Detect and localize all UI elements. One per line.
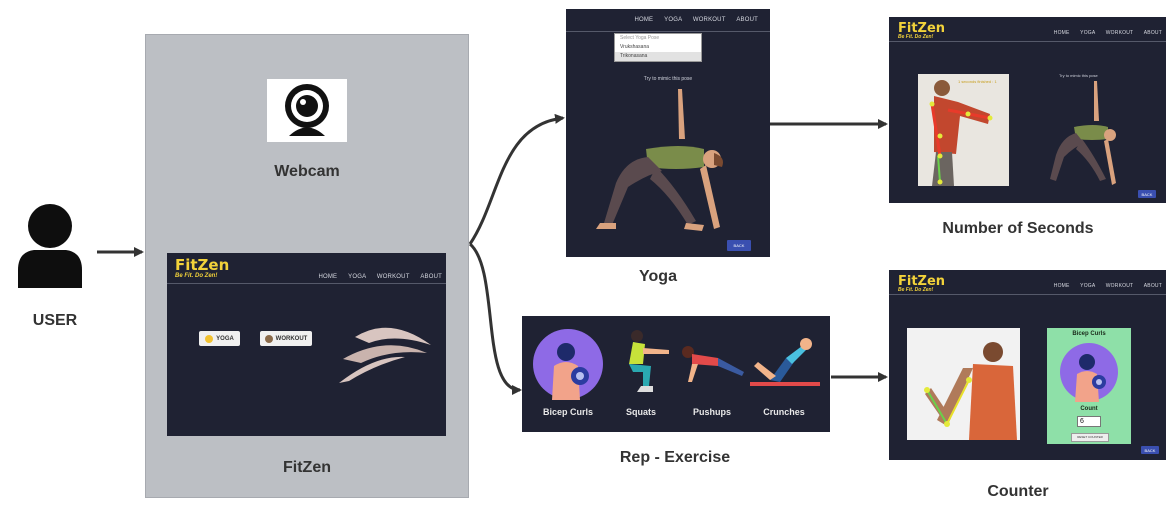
squats-image xyxy=(629,330,669,392)
nav-yoga[interactable]: YOGA xyxy=(664,17,682,23)
webcam-label: Webcam xyxy=(274,163,340,180)
bicep-curls-card-image xyxy=(1060,343,1118,402)
yoga-back-button[interactable]: BACK xyxy=(727,240,751,251)
nav-about[interactable]: ABOUT xyxy=(1143,30,1162,36)
arrow-system-to-yoga xyxy=(468,113,565,245)
user-label: USER xyxy=(32,312,78,329)
pose-dropdown[interactable]: Select Yoga Pose Vrukshasana Trikonasana xyxy=(614,33,702,62)
seconds-header-divider xyxy=(889,41,1166,42)
yoga-button-label: YOGA xyxy=(216,335,234,342)
brand-logo: FitZen xyxy=(175,256,230,274)
pushups-image xyxy=(682,346,744,382)
rep-exercise-label: Rep - Exercise xyxy=(619,449,731,466)
nav-about[interactable]: ABOUT xyxy=(420,274,442,280)
yoga-button[interactable]: YOGA xyxy=(199,331,240,346)
reset-counter-button[interactable]: RESET COUNTER xyxy=(1071,433,1109,442)
brand-tagline: Be Fit. Do Zen! xyxy=(898,34,934,40)
nav-home[interactable]: HOME xyxy=(1053,283,1070,289)
user-icon xyxy=(18,204,82,288)
brand-logo: FitZen xyxy=(898,274,946,289)
count-value-field: 6 xyxy=(1077,416,1101,427)
yoga-icon xyxy=(205,334,214,343)
nav-about[interactable]: ABOUT xyxy=(1143,283,1162,289)
webcam-image xyxy=(267,79,347,142)
user-node: USER xyxy=(10,200,100,340)
seconds-back-button[interactable]: BACK xyxy=(1138,190,1156,198)
dropdown-option[interactable]: Vrukshasana xyxy=(620,44,649,50)
nav-workout[interactable]: WORKOUT xyxy=(376,274,410,280)
nav-workout[interactable]: WORKOUT xyxy=(1105,30,1134,36)
yoga-top-nav: HOME YOGA WORKOUT ABOUT xyxy=(625,17,758,23)
arrow-system-to-rep xyxy=(468,242,522,395)
person-curl-figure xyxy=(907,328,1020,440)
counter-card-title: Bicep Curls xyxy=(1072,331,1106,337)
brand-logo: FitZen xyxy=(898,21,946,36)
webcam-feed-pose: 1 seconds finished : 1 xyxy=(918,74,1009,186)
counter-top-nav: HOME YOGA WORKOUT ABOUT xyxy=(1045,283,1162,289)
nav-about[interactable]: ABOUT xyxy=(736,17,758,23)
fitzen-label: FitZen xyxy=(283,459,331,476)
system-panel: Webcam FitZen Be Fit. Do Zen! HOME YOGA … xyxy=(145,34,469,498)
seconds-top-nav: HOME YOGA WORKOUT ABOUT xyxy=(1045,30,1162,36)
count-label: Count xyxy=(1080,406,1098,412)
exercise-label-crunches[interactable]: Crunches xyxy=(763,407,805,417)
nav-home[interactable]: HOME xyxy=(318,274,338,280)
trikonasana-pose-figure xyxy=(596,89,723,231)
header-divider xyxy=(167,283,446,284)
exercise-label-bicep-curls[interactable]: Bicep Curls xyxy=(542,407,593,417)
exercise-label-squats[interactable]: Squats xyxy=(625,407,656,417)
workout-icon xyxy=(264,334,273,343)
seconds-screen: FitZen Be Fit. Do Zen! HOME YOGA WORKOUT… xyxy=(889,17,1166,203)
nav-workout[interactable]: WORKOUT xyxy=(1105,283,1134,289)
crunches-image xyxy=(750,338,820,386)
yoga-label: Yoga xyxy=(639,268,677,285)
runner-logo xyxy=(339,327,431,383)
yoga-instruction: Try to mimic this pose xyxy=(643,76,693,82)
webcam-icon xyxy=(285,84,329,136)
nav-yoga[interactable]: YOGA xyxy=(348,274,366,280)
seconds-instruction: Try to mimic this pose xyxy=(1059,73,1098,78)
dropdown-option-selected[interactable]: Trikonasana xyxy=(615,52,701,61)
brand-tagline: Be Fit. Do Zen! xyxy=(898,287,934,293)
dropdown-placeholder: Select Yoga Pose xyxy=(620,35,660,41)
workout-button[interactable]: WORKOUT xyxy=(260,331,312,346)
reference-pose-figure xyxy=(1050,81,1116,185)
counter-label: Counter xyxy=(987,483,1049,500)
person-pose-figure xyxy=(918,74,1009,186)
bicep-curls-image xyxy=(533,329,603,400)
top-nav: HOME YOGA WORKOUT ABOUT xyxy=(309,274,442,280)
brand-tagline: Be Fit. Do Zen! xyxy=(175,273,218,279)
rep-exercise-screen: Bicep Curls Squats Pushups Crunches xyxy=(522,316,830,432)
nav-yoga[interactable]: YOGA xyxy=(1080,283,1096,289)
bicep-curls-counter-card: Bicep Curls Count 6 RESET COUNTER xyxy=(1047,328,1131,444)
nav-home[interactable]: HOME xyxy=(1053,30,1070,36)
nav-workout[interactable]: WORKOUT xyxy=(692,17,726,23)
seconds-overlay-text: 1 seconds finished : 1 xyxy=(958,79,997,84)
exercise-label-pushups[interactable]: Pushups xyxy=(692,407,731,417)
fitzen-home-screen: FitZen Be Fit. Do Zen! HOME YOGA WORKOUT… xyxy=(167,253,446,436)
yoga-header-divider xyxy=(566,31,770,32)
nav-home[interactable]: HOME xyxy=(634,17,654,23)
workout-button-label: WORKOUT xyxy=(275,335,308,342)
nav-yoga[interactable]: YOGA xyxy=(1080,30,1096,36)
seconds-label: Number of Seconds xyxy=(942,220,1094,237)
webcam-feed-curl xyxy=(907,328,1020,440)
counter-screen: FitZen Be Fit. Do Zen! HOME YOGA WORKOUT… xyxy=(889,270,1166,460)
counter-back-button[interactable]: BACK xyxy=(1141,446,1159,454)
yoga-screen: HOME YOGA WORKOUT ABOUT Select Yoga Pose… xyxy=(566,9,770,257)
counter-header-divider xyxy=(889,294,1166,295)
